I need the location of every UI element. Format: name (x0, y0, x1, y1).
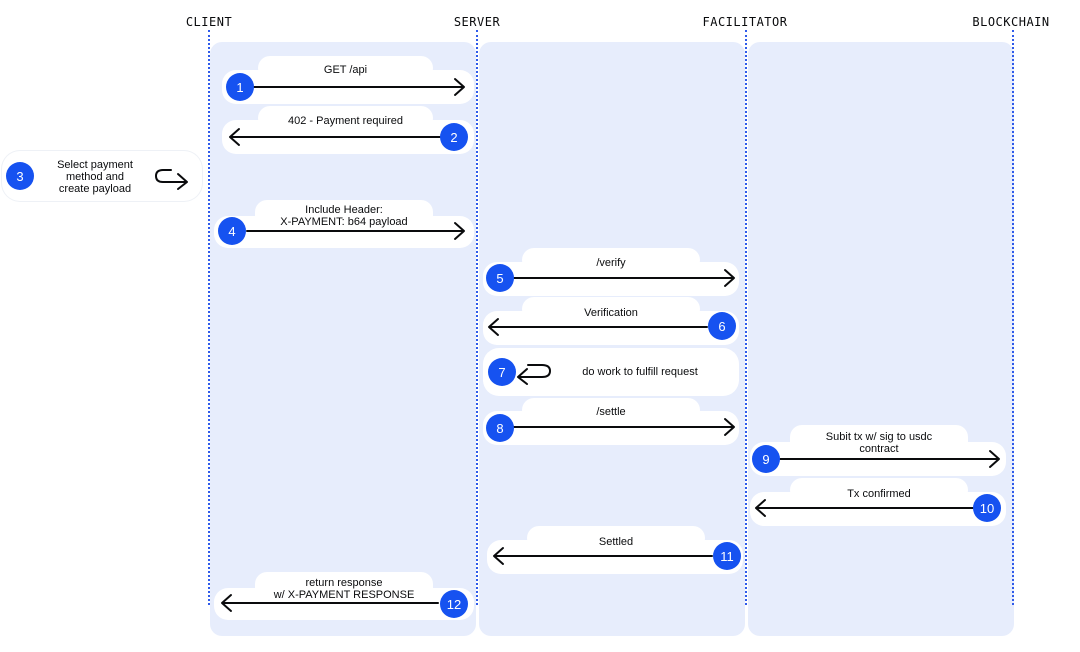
step-8-badge: 8 (486, 414, 514, 442)
step-3-card (2, 151, 202, 201)
step-2-label: 402 - Payment required (288, 115, 403, 127)
actor-server: SERVER (453, 15, 501, 29)
right-arrow-icon (246, 222, 465, 240)
step-5-label: /verify (596, 257, 626, 269)
step-10-label: Tx confirmed (847, 488, 911, 500)
left-arrow-icon (221, 594, 439, 612)
step-4-badge: 4 (218, 217, 246, 245)
actor-client: CLIENT (185, 15, 233, 29)
step-7-card (483, 348, 739, 396)
left-arrow-icon (488, 318, 708, 336)
step-2-badge: 2 (440, 123, 468, 151)
step-12-label: return response w/ X-PAYMENT RESPONSE (273, 577, 415, 601)
actor-facilitator: FACILITATOR (702, 15, 788, 29)
step-7-label: do work to fulfill request (582, 366, 698, 378)
step-9-badge: 9 (752, 445, 780, 473)
right-arrow-icon (513, 269, 735, 287)
left-arrow-icon (493, 547, 713, 565)
step-11-label: Settled (598, 536, 634, 548)
right-arrow-icon (513, 418, 735, 436)
right-arrow-icon (779, 450, 1000, 468)
step-10-badge: 10 (973, 494, 1001, 522)
step-6-badge: 6 (708, 312, 736, 340)
facilitator-lane (748, 42, 1014, 636)
facilitator-lifeline (745, 30, 747, 605)
step-4-label: Include Header: X-PAYMENT: b64 payload (280, 204, 408, 228)
left-arrow-icon (755, 499, 974, 517)
step-5-badge: 5 (486, 264, 514, 292)
left-arrow-icon (229, 128, 441, 146)
client-lifeline (208, 30, 210, 605)
step-12-badge: 12 (440, 590, 468, 618)
step-9-label: Subit tx w/ sig to usdc contract (825, 431, 933, 455)
step-3-label: Select payment method and create payload (57, 159, 133, 195)
server-lifeline (476, 30, 478, 605)
right-arrow-icon (251, 78, 465, 96)
step-1-badge: 1 (226, 73, 254, 101)
step-8-label: /settle (596, 406, 626, 418)
step-11-badge: 11 (713, 542, 741, 570)
step-6-label: Verification (584, 307, 638, 319)
loop-arrow-icon (517, 364, 551, 385)
step-3-badge: 3 (6, 162, 34, 190)
loop-arrow-icon (155, 169, 188, 190)
blockchain-lifeline (1012, 30, 1014, 605)
step-1-label: GET /api (323, 64, 368, 76)
actor-blockchain: BLOCKCHAIN (972, 15, 1050, 29)
step-7-badge: 7 (488, 358, 516, 386)
